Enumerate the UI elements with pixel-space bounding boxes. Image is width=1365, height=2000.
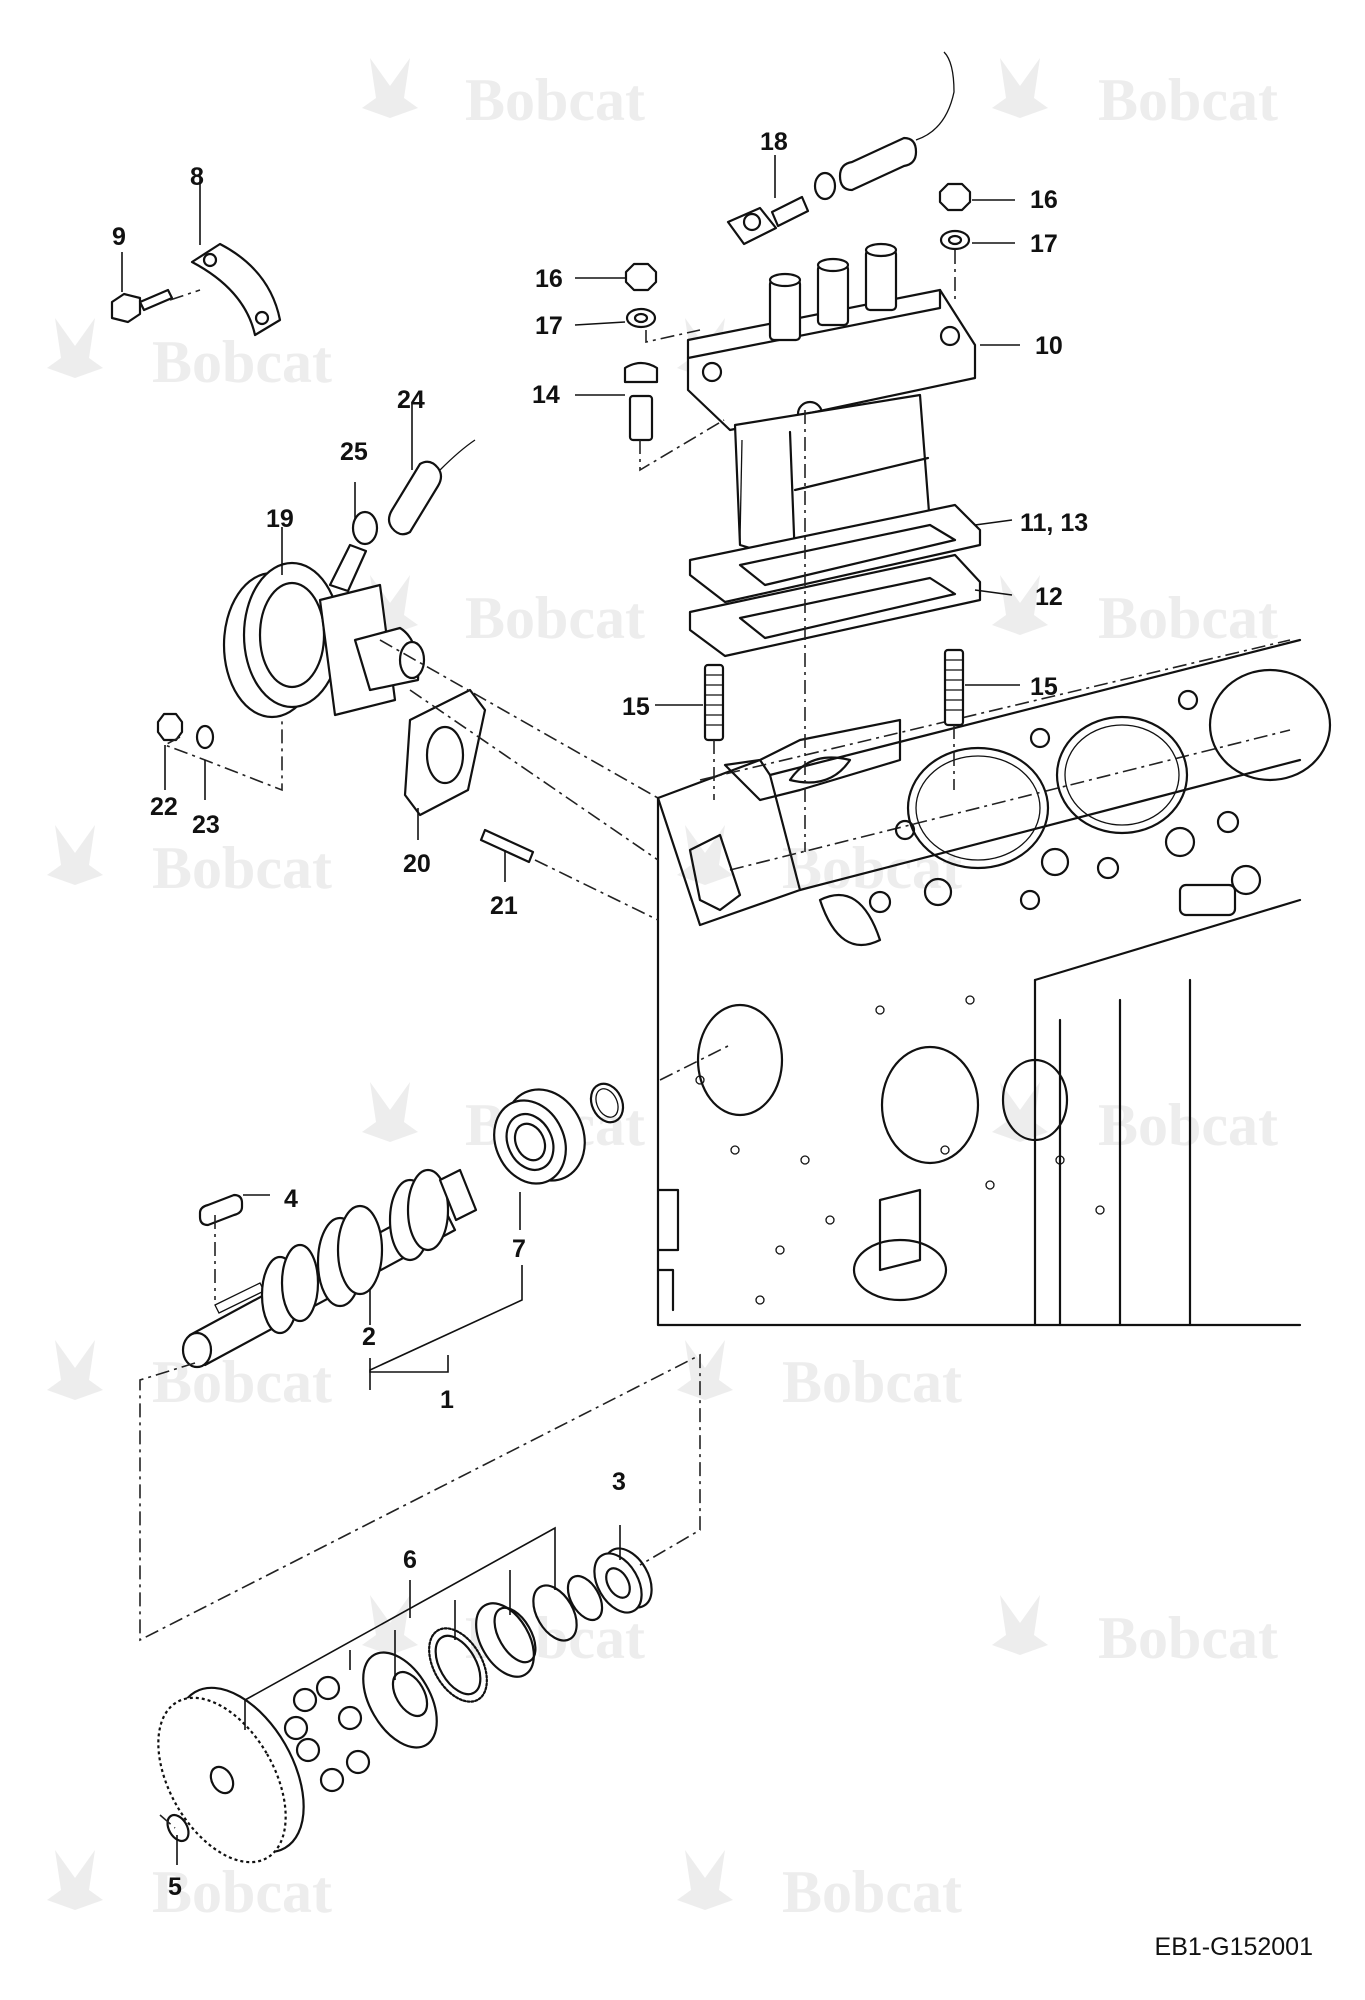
delivery-valves	[768, 242, 898, 342]
camshaft-assembly	[181, 1168, 478, 1369]
callout-19: 19	[266, 505, 294, 533]
watermark-mid-right: Bobcat	[992, 575, 1278, 651]
watermark-top-right: Bobcat	[992, 58, 1278, 133]
gear-bearing	[593, 1547, 653, 1614]
callout-17-left: 17	[535, 312, 563, 340]
washer-left	[625, 307, 657, 329]
bracket	[190, 242, 282, 337]
hose-clip-upper	[813, 171, 837, 201]
callout-12: 12	[1035, 583, 1063, 611]
snap-ring-upper	[589, 1082, 625, 1124]
callout-15-right: 15	[1030, 673, 1058, 701]
gasket-upper	[688, 503, 982, 604]
callout-9: 9	[112, 223, 126, 251]
callout-numbers: 8 9 10 11, 13 12 14 15 15 16 16 17 17 18…	[112, 128, 1088, 1901]
callout-1: 1	[440, 1386, 454, 1414]
gasket-lower	[688, 553, 982, 658]
hose-clip-feed	[351, 510, 379, 546]
callout-7: 7	[512, 1235, 526, 1263]
idle-gear-set	[157, 1547, 653, 1864]
callout-4: 4	[284, 1185, 298, 1213]
cam-lobe-3	[388, 1168, 450, 1262]
sleeve	[475, 1602, 537, 1678]
engine-block	[656, 638, 1332, 1327]
feed-pump-gasket	[403, 688, 487, 817]
fuel-hose-feed	[387, 439, 476, 536]
callout-8: 8	[190, 163, 204, 191]
watermarks: Bobcat Bobcat Bobcat Bobcat Bobcat Bobca…	[47, 58, 1278, 1925]
injection-pump	[686, 242, 977, 562]
callout-22: 22	[150, 793, 178, 821]
banjo-fitting	[726, 195, 810, 246]
callout-24: 24	[397, 386, 425, 414]
svg-text:Bobcat: Bobcat	[782, 1859, 962, 1925]
callout-20: 20	[403, 850, 431, 878]
stud-right	[943, 648, 965, 727]
callout-15-left: 15	[622, 693, 650, 721]
callout-11-13: 11, 13	[1020, 509, 1088, 537]
svg-text:Bobcat: Bobcat	[1098, 1605, 1278, 1671]
callout-16-right: 16	[1030, 186, 1058, 214]
svg-text:Bobcat: Bobcat	[152, 1349, 332, 1415]
watermark-right-1635: Bobcat	[992, 1595, 1278, 1671]
watermark-center-1380: Bobcat	[677, 1340, 962, 1415]
drawing-code: EB1-G152001	[1154, 1933, 1313, 1961]
callout-21: 21	[490, 892, 518, 920]
callout-16-left: 16	[535, 265, 563, 293]
washer-right	[939, 229, 971, 251]
svg-text:Bobcat: Bobcat	[152, 835, 332, 901]
fuel-hose-upper	[838, 51, 955, 192]
callout-10: 10	[1035, 332, 1063, 360]
feed-pump-stud	[479, 828, 535, 864]
gear	[157, 1686, 305, 1864]
callout-6: 6	[403, 1546, 417, 1574]
svg-text:Bobcat: Bobcat	[465, 585, 645, 651]
feed-pump-washer	[195, 724, 215, 750]
o-rings	[532, 1574, 604, 1642]
svg-text:Bobcat: Bobcat	[152, 1859, 332, 1925]
bracket-bolt	[110, 288, 174, 324]
callout-5: 5	[168, 1873, 182, 1901]
snap-ring-lower	[166, 1813, 190, 1843]
callout-14: 14	[532, 381, 560, 409]
bolt-left	[623, 361, 659, 442]
callout-18: 18	[760, 128, 788, 156]
ball-bearing	[493, 1088, 586, 1185]
cam-lobe-2	[316, 1204, 384, 1308]
svg-text:Bobcat: Bobcat	[782, 1349, 962, 1415]
watermark-center-860: Bobcat	[677, 825, 962, 901]
watermark-upper-left: Bobcat	[47, 318, 332, 395]
watermark-left-1380: Bobcat	[47, 1340, 332, 1415]
nut-left	[624, 262, 658, 292]
leader-lines	[121, 155, 1020, 1865]
feed-pump	[222, 543, 426, 719]
svg-text:Bobcat: Bobcat	[1098, 1092, 1278, 1158]
watermark-left-860: Bobcat	[47, 825, 332, 901]
callout-3: 3	[612, 1468, 626, 1496]
svg-text:Bobcat: Bobcat	[152, 329, 332, 395]
needle-bearing	[428, 1627, 488, 1703]
watermark-mid-center: Bobcat	[362, 575, 645, 651]
svg-text:Bobcat: Bobcat	[465, 67, 645, 133]
nut-right	[938, 182, 972, 212]
callout-25: 25	[340, 438, 368, 466]
svg-text:Bobcat: Bobcat	[1098, 585, 1278, 651]
callout-17-right: 17	[1030, 230, 1058, 258]
feed-pump-nut	[156, 712, 184, 742]
svg-text:Bobcat: Bobcat	[782, 835, 962, 901]
cam-lobe-1	[260, 1243, 320, 1335]
watermark-top-center: Bobcat	[362, 58, 645, 133]
steel-balls	[283, 1675, 371, 1793]
callout-23: 23	[192, 811, 220, 839]
watermark-bottom-center: Bobcat	[677, 1850, 962, 1925]
stud-left	[703, 663, 725, 742]
watermark-bottom-left: Bobcat	[47, 1850, 332, 1925]
watermark-right-1120: Bobcat	[992, 1082, 1278, 1158]
svg-text:Bobcat: Bobcat	[1098, 67, 1278, 133]
woodruff-key	[198, 1193, 244, 1227]
callout-2: 2	[362, 1323, 376, 1351]
thrust-washer	[362, 1651, 438, 1749]
